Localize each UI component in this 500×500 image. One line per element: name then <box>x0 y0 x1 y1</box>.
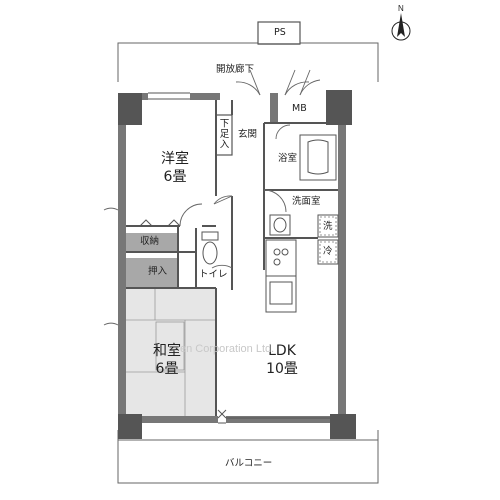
entrance-doors <box>103 69 321 326</box>
kitchen-counter <box>265 239 297 313</box>
toilet-bowl <box>201 231 219 265</box>
ldk-label: LDK 10畳 <box>254 342 310 378</box>
mb-fill <box>278 93 328 123</box>
north-arrow-icon <box>391 13 411 41</box>
toilet-label: トイレ <box>199 269 228 280</box>
japanese-room-name: 和室 <box>153 343 181 359</box>
balcony-label: バルコニー <box>225 458 273 469</box>
interior-walls <box>126 100 339 416</box>
ldk-size: 10畳 <box>266 361 298 377</box>
tatami-lines <box>123 288 216 416</box>
mb-label: MB <box>292 103 307 114</box>
watermark: en Corporation Ltd. <box>180 343 275 355</box>
tatami-area <box>123 288 216 416</box>
columns <box>118 90 356 439</box>
washbasin <box>269 214 291 236</box>
bath-label: 浴室 <box>278 153 298 164</box>
washroom-label: 洗面室 <box>292 196 321 207</box>
sliding-marks <box>139 219 227 419</box>
storage-label: 収納 <box>140 236 160 247</box>
closet-fill <box>123 258 178 288</box>
western-room-name: 洋室 <box>161 151 189 167</box>
closet-label: 押入 <box>148 266 168 277</box>
ldk-name: LDK <box>268 343 296 359</box>
corridor-label: 開放廊下 <box>216 64 255 75</box>
appliance-dashes <box>319 216 337 263</box>
bathtub <box>299 134 337 181</box>
washer-label: 洗 <box>323 221 333 232</box>
japanese-room-size: 6畳 <box>155 361 179 377</box>
north-label: N <box>398 4 404 13</box>
entrance-label: 玄関 <box>238 129 258 140</box>
window-lines <box>148 92 330 424</box>
western-room-label: 洋室 6畳 <box>150 150 200 186</box>
corridor-outline <box>117 42 379 484</box>
ps-label: PS <box>274 27 286 38</box>
western-room-size: 6畳 <box>163 169 187 185</box>
storage-fill <box>123 233 178 251</box>
japanese-room-label: 和室 6畳 <box>142 342 192 378</box>
shoe-cabinet-label: 下足入 <box>217 118 229 150</box>
north-arrow: N <box>388 4 418 44</box>
fridge-label: 冷 <box>323 246 333 257</box>
